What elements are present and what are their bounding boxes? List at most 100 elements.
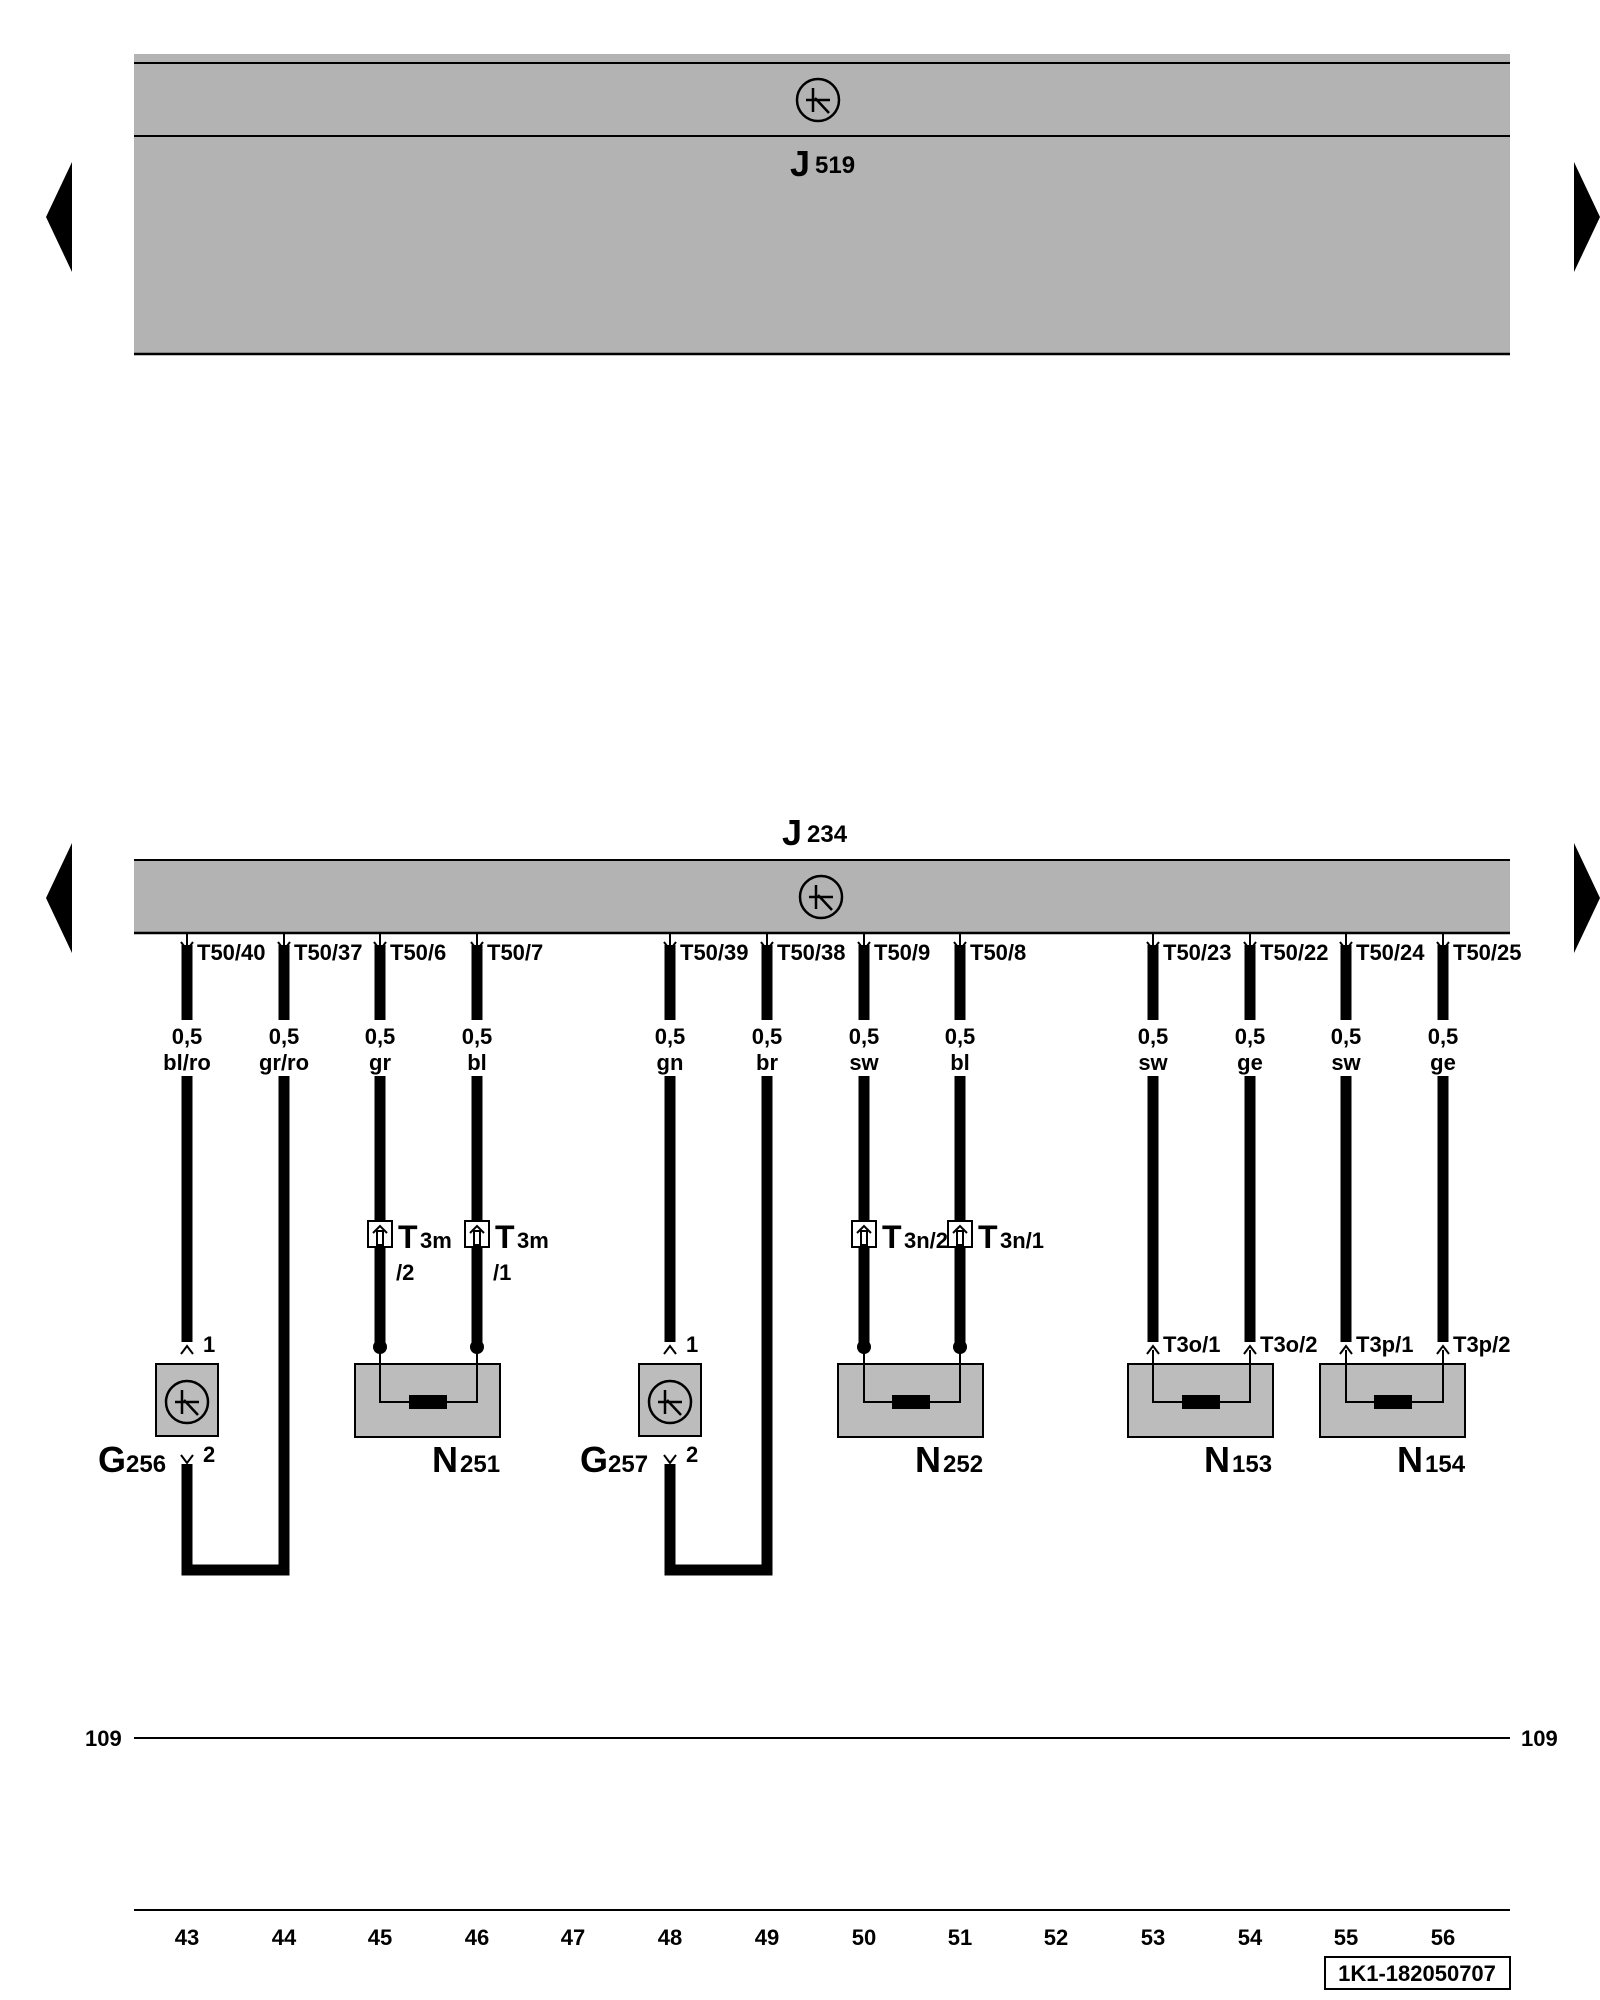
- coil-icon: [409, 1395, 447, 1409]
- connector-pin: /2: [396, 1260, 414, 1285]
- wire-size: 0,5: [1138, 1024, 1169, 1049]
- track-number: 43: [175, 1925, 199, 1950]
- t3p-1-label: T3p/1: [1356, 1332, 1413, 1357]
- ground-line-left-label: 109: [85, 1726, 122, 1751]
- g256-letter: G: [98, 1439, 126, 1480]
- coil-icon: [1374, 1395, 1412, 1409]
- pin-arrow: [857, 934, 871, 952]
- pin-label-t50-22: T50/22: [1260, 940, 1329, 965]
- wire-color: br: [756, 1050, 778, 1075]
- n153-number: 153: [1232, 1451, 1272, 1478]
- j519-number: 519: [815, 152, 855, 179]
- pin-arrow: [760, 934, 774, 952]
- wire-size: 0,5: [1428, 1024, 1459, 1049]
- valve-n252: N 252: [837, 1340, 984, 1480]
- inline-connectors: T 3m /2 T 3m /1 T 3n/2 T 3n/1: [367, 1219, 1044, 1285]
- j234-number: 234: [807, 821, 848, 848]
- track-number: 45: [368, 1925, 392, 1950]
- track-number: 51: [948, 1925, 972, 1950]
- pin-arrow: [1339, 934, 1353, 952]
- pin-label-t50-40: T50/40: [197, 940, 266, 965]
- track-number: 49: [755, 1925, 779, 1950]
- track-number: 48: [658, 1925, 682, 1950]
- pin-arrow: [1243, 934, 1257, 952]
- g256-number: 256: [126, 1451, 166, 1478]
- page-prev-arrow-top[interactable]: [46, 162, 72, 272]
- t3p-2-label: T3p/2: [1453, 1332, 1510, 1357]
- wire-color: bl: [950, 1050, 970, 1075]
- control-unit-icon: [795, 77, 841, 123]
- control-unit-icon: [798, 874, 844, 920]
- module-j519: J 519: [134, 54, 1510, 356]
- page-next-arrow-bottom[interactable]: [1574, 843, 1600, 953]
- n251-letter: N: [432, 1439, 458, 1480]
- pin-label-t50-9: T50/9: [874, 940, 930, 965]
- wire-color: sw: [849, 1050, 879, 1075]
- connector-pin: /1: [493, 1260, 511, 1285]
- pin-arrow: [953, 934, 967, 952]
- wire-size: 0,5: [945, 1024, 976, 1049]
- pin-label-t50-25: T50/25: [1453, 940, 1522, 965]
- page-prev-arrow-bottom[interactable]: [46, 843, 72, 953]
- wire-color: gr: [369, 1050, 391, 1075]
- wire-size: 0,5: [849, 1024, 880, 1049]
- wire-color: gn: [657, 1050, 684, 1075]
- connector-main: T: [398, 1219, 418, 1255]
- connector-t3m-1: T 3m /1: [464, 1219, 549, 1285]
- wire-size: 0,5: [365, 1024, 396, 1049]
- wire-color: sw: [1138, 1050, 1168, 1075]
- track-number: 47: [561, 1925, 585, 1950]
- pin-arrow: [277, 934, 291, 952]
- track-number: 46: [465, 1925, 489, 1950]
- page-next-arrow-top[interactable]: [1574, 162, 1600, 272]
- pin-label-t50-6: T50/6: [390, 940, 446, 965]
- connector-main: T: [978, 1219, 998, 1255]
- pin-arrow: [180, 934, 194, 952]
- wire-color: bl/ro: [163, 1050, 211, 1075]
- document-id-text: 1K1-182050707: [1338, 1961, 1496, 1986]
- track-number: 44: [272, 1925, 297, 1950]
- g257-pin-1: 1: [686, 1332, 698, 1357]
- pin-arrow: [1436, 934, 1450, 952]
- pin-labels: T50/40 T50/37 T50/6 T50/7 T50/39 T50/38 …: [197, 940, 1522, 965]
- sensor-g257: G 257: [580, 1363, 702, 1480]
- wire-color: sw: [1331, 1050, 1361, 1075]
- pin-label-t50-7: T50/7: [487, 940, 543, 965]
- g257-pin-2: 2: [686, 1442, 698, 1467]
- wire-size: 0,5: [172, 1024, 203, 1049]
- track-number: 50: [852, 1925, 876, 1950]
- track-number: 54: [1238, 1925, 1263, 1950]
- wire-color: gr/ro: [259, 1050, 309, 1075]
- pin-label-t50-39: T50/39: [680, 940, 749, 965]
- wire-size: 0,5: [655, 1024, 686, 1049]
- sensor-g256: G 256: [98, 1363, 219, 1480]
- wires: [181, 945, 1449, 1576]
- valve-n153: N 153: [1127, 1350, 1274, 1480]
- n252-number: 252: [943, 1451, 983, 1478]
- pin-label-t50-37: T50/37: [294, 940, 363, 965]
- connector-t3m-2: T 3m /2: [367, 1219, 452, 1285]
- wire-size: 0,5: [1235, 1024, 1266, 1049]
- connector-t3n-2: T 3n/2: [851, 1219, 948, 1255]
- connector-sub: 3m: [517, 1228, 549, 1253]
- wire-size: 0,5: [752, 1024, 783, 1049]
- g257-number: 257: [608, 1451, 648, 1478]
- sensor-icon: [647, 1379, 693, 1425]
- wire-43-44-loop: [181, 945, 290, 1576]
- t3o-2-label: T3o/2: [1260, 1332, 1317, 1357]
- connector-t3n-1: T 3n/1: [947, 1219, 1044, 1255]
- j519-letter: J: [790, 143, 810, 184]
- pin-label-t50-38: T50/38: [777, 940, 846, 965]
- module-j234: J 234: [134, 812, 1510, 935]
- wire-48-49-loop: [664, 945, 773, 1576]
- pin-arrow: [1146, 934, 1160, 952]
- connector-sub: 3n/1: [1000, 1228, 1044, 1253]
- pin-arrow: [373, 934, 387, 952]
- component-pin-labels: 1 2 1 2 T3o/1 T3o/2 T3p/1 T3p/2: [203, 1332, 1510, 1467]
- wire-labels: 0,5 bl/ro 0,5 gr/ro 0,5 gr 0,5 bl 0,5 gn…: [145, 1020, 1473, 1076]
- n153-letter: N: [1204, 1439, 1230, 1480]
- connector-main: T: [495, 1219, 515, 1255]
- wire-size: 0,5: [1331, 1024, 1362, 1049]
- track-number: 52: [1044, 1925, 1068, 1950]
